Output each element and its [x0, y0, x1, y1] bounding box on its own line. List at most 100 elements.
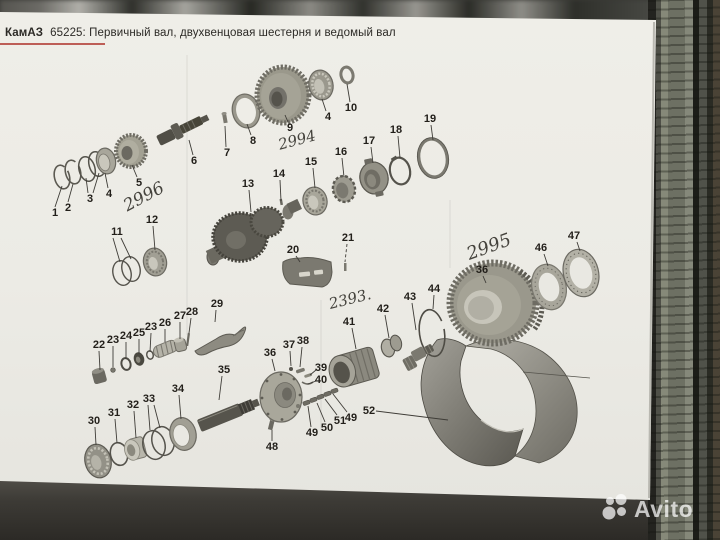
pin-37	[289, 367, 293, 371]
part-label-41-28: 41	[343, 316, 355, 328]
part-label-48-53: 48	[266, 441, 278, 453]
leader-line-29	[214, 309, 217, 323]
leader-line-3	[92, 172, 100, 194]
part-label-47-24: 47	[568, 230, 580, 242]
leader-line-4	[104, 172, 109, 189]
part-label-11-11: 11	[111, 226, 123, 238]
part-label-46-23: 46	[535, 242, 547, 254]
part-label-16-16: 16	[335, 146, 347, 158]
leader-line-15	[312, 167, 316, 189]
part-label-43-26: 43	[404, 291, 416, 303]
shaft-end-43	[402, 344, 434, 371]
leader-line-30	[94, 426, 97, 446]
part-label-34-39: 34	[172, 383, 185, 395]
ring-47	[562, 248, 600, 298]
snap-ring-44	[418, 308, 446, 358]
part-label-12-12: 12	[146, 214, 158, 226]
rollers-49-50-51	[296, 387, 339, 408]
gear-9	[254, 64, 312, 126]
part-label-49-49: 49	[306, 427, 318, 439]
leader-line-1	[54, 185, 63, 208]
bearing-4b	[308, 69, 334, 101]
ball-23a	[110, 367, 116, 373]
part-label-5-4: 5	[136, 177, 142, 189]
part-label-24-31: 24	[120, 330, 133, 342]
avito-watermark-text: Avito	[634, 495, 694, 522]
brand-text: КамАЗ	[5, 27, 44, 39]
leader-line-43	[411, 302, 417, 331]
ring-24	[120, 357, 132, 371]
leader-line-42	[384, 314, 390, 339]
leader-line-5	[131, 164, 138, 178]
leader-line-40	[307, 380, 317, 385]
leader-line-28	[188, 317, 192, 334]
leader-line-51	[324, 398, 338, 416]
leader-line-10	[346, 83, 351, 103]
part-label-49-52: 49	[345, 412, 357, 424]
washers-42	[380, 334, 403, 358]
part-label-3-2: 3	[87, 193, 93, 205]
part-label-51-51: 51	[334, 415, 346, 427]
snap-ring-2	[64, 159, 82, 185]
paper-creases	[186, 55, 451, 430]
ring-23b	[145, 350, 155, 360]
spring-26	[152, 339, 178, 359]
part-label-31-42: 31	[108, 407, 120, 419]
part-label-35-38: 35	[218, 364, 230, 376]
leader-line-13	[248, 189, 252, 213]
leader-line-46	[543, 253, 549, 267]
part-label-21-21: 21	[342, 232, 354, 244]
title-text: 65225: Первичный вал, двухвенцовая шесте…	[50, 27, 396, 39]
plunger-27	[173, 337, 188, 353]
pin-21	[344, 263, 347, 271]
part-label-1-0: 1	[52, 207, 58, 219]
part-label-10-10: 10	[345, 102, 357, 114]
leader-line-38	[299, 346, 303, 368]
input-shaft-6	[156, 114, 210, 146]
part-label-2-1: 2	[65, 202, 71, 214]
leader-line-33	[147, 404, 151, 431]
bolt-7	[221, 111, 228, 124]
part-label-7-6: 7	[224, 147, 230, 159]
avito-logo-dots-icon	[602, 494, 627, 520]
lock-ring-18	[388, 155, 412, 186]
leader-line-18	[397, 135, 401, 159]
ring-10	[339, 65, 355, 85]
leader-line-31	[114, 418, 118, 444]
leader-line-20	[295, 255, 301, 263]
leader-line-9	[284, 114, 289, 123]
part-label-38-46: 38	[297, 335, 309, 347]
part-label-52-54: 52	[363, 405, 375, 417]
leader-line-39	[309, 369, 317, 376]
shaft-35	[197, 398, 260, 432]
bearing-housing-17	[359, 158, 389, 197]
clutch-housing-52	[420, 338, 591, 467]
part-label-4-3: 4	[106, 188, 113, 200]
leader-line-11	[112, 237, 121, 263]
part-label-22-29: 22	[93, 339, 105, 351]
part-label-29-37: 29	[211, 298, 223, 310]
ring-nut-16	[331, 174, 357, 204]
part-label-20-20: 20	[287, 244, 299, 256]
part-label-33-40: 33	[143, 393, 155, 405]
leader-line-6	[188, 139, 194, 156]
pin-38	[295, 367, 305, 374]
leader-line-36	[482, 275, 487, 284]
part-label-39-47: 39	[315, 362, 327, 374]
part-label-9-8: 9	[287, 122, 293, 134]
leader-line-16	[341, 157, 345, 178]
leader-line-37	[289, 350, 292, 367]
bearing-race-4a	[95, 147, 117, 175]
leader-line-41	[351, 327, 357, 350]
part-label-36-44: 36	[264, 347, 276, 359]
ring-25	[133, 352, 145, 366]
retainer-plate-20	[282, 257, 333, 288]
pin-14	[279, 198, 283, 206]
part-label-4-9: 4	[325, 111, 332, 123]
leader-line-7	[224, 125, 227, 148]
part-label-17-17: 17	[363, 135, 375, 147]
page-title: КамАЗ 65225: Первичный вал, двухвенцовая …	[5, 27, 396, 39]
double-gear-cluster-13	[205, 198, 302, 266]
leader-line-19	[430, 124, 434, 141]
snap-ring-1	[53, 164, 71, 190]
